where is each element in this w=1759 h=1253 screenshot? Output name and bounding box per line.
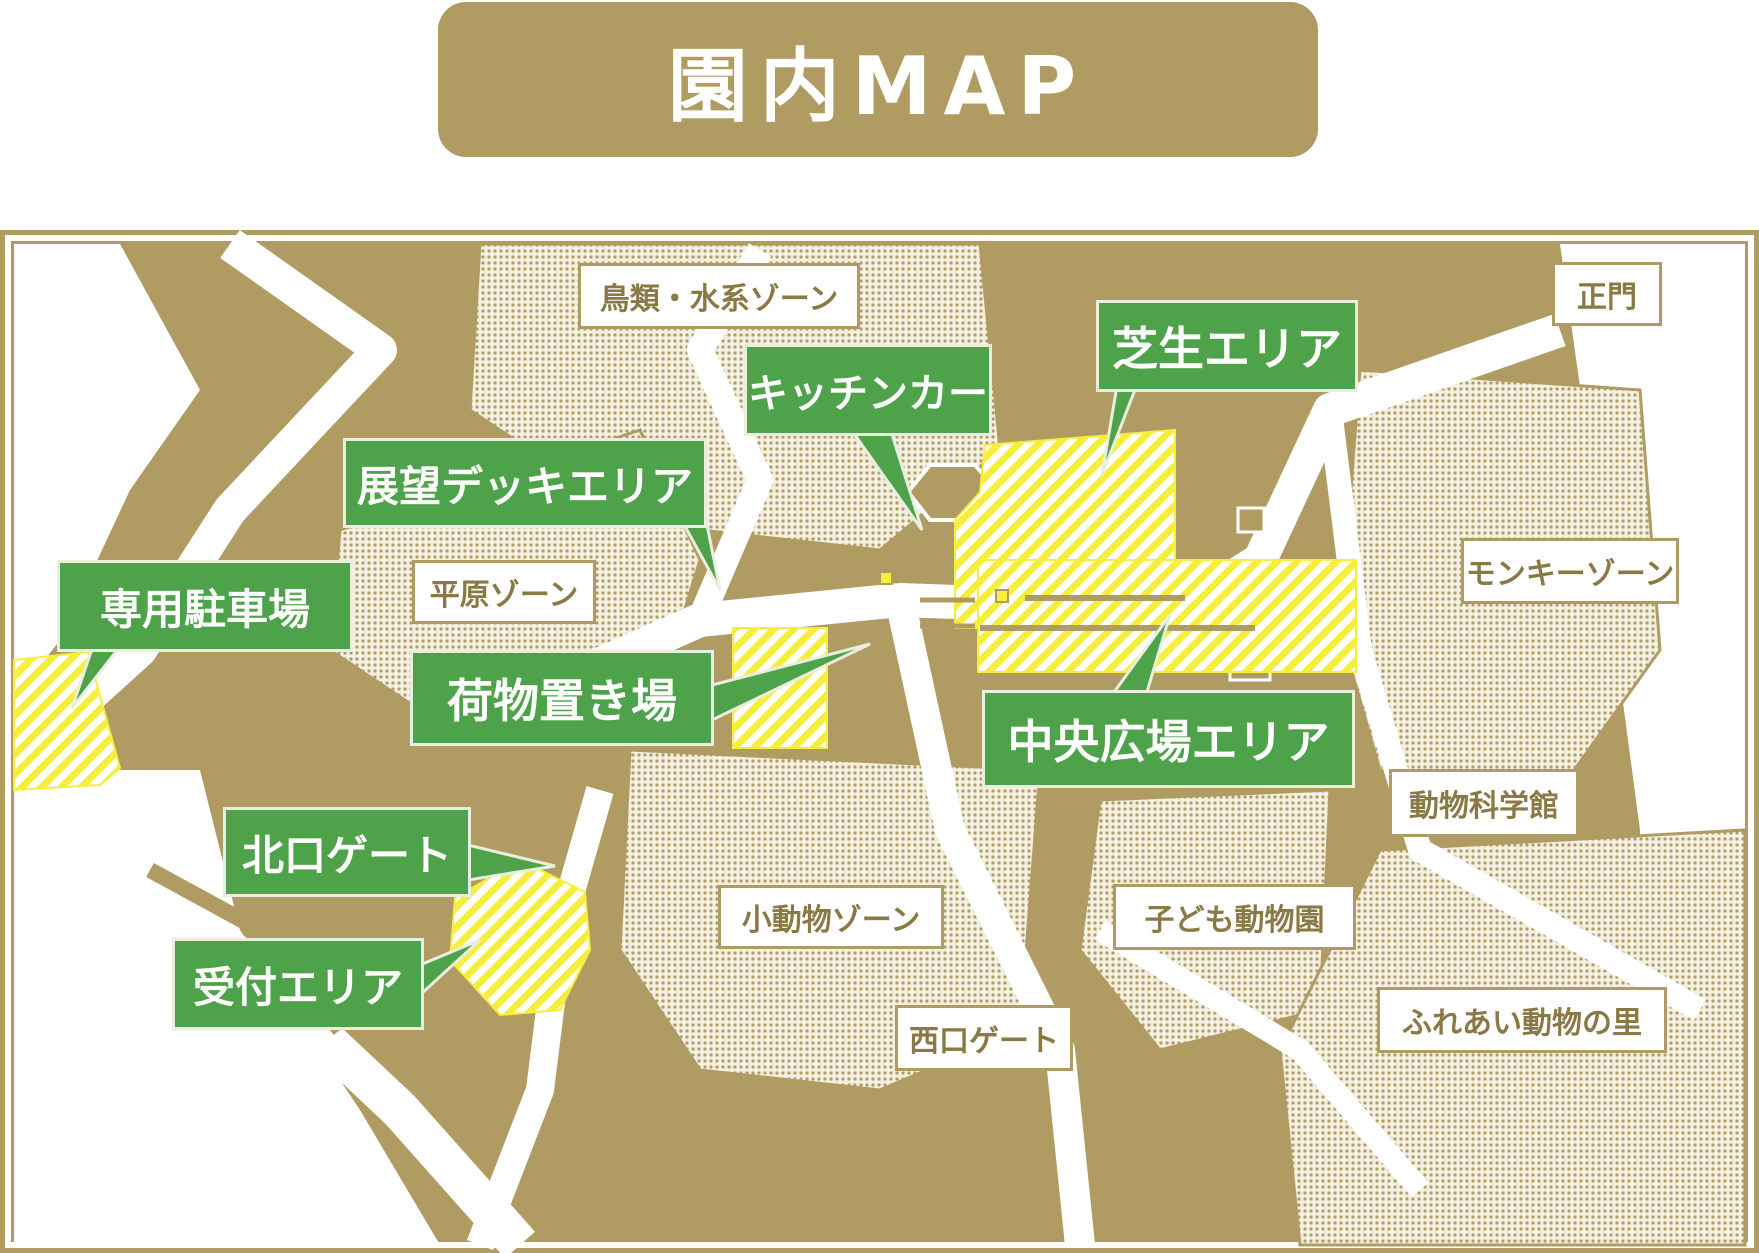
callout-north-gate: 北口ゲート (223, 807, 471, 897)
callout-lawn-area: 芝生エリア (1096, 300, 1358, 392)
map-frame: 鳥類・水系ゾーン 平原ゾーン 正門 モンキーゾーン 動物科学館 小動物ゾーン 子… (0, 230, 1759, 1253)
callout-parking: 専用駐車場 (57, 560, 353, 652)
label-small-animal-zone: 小動物ゾーン (718, 885, 944, 949)
callout-reception: 受付エリア (172, 938, 424, 1030)
road-southwest (46, 775, 535, 1253)
callout-luggage: 荷物置き場 (410, 650, 714, 746)
label-bird-zone: 鳥類・水系ゾーン (578, 263, 860, 329)
label-petting-village: ふれあい動物の里 (1377, 987, 1667, 1053)
hatched-parking-area (13, 650, 122, 792)
road-northwest (18, 230, 397, 763)
label-kids-zoo: 子ども動物園 (1113, 884, 1356, 950)
path-central-south (885, 596, 1095, 1247)
callout-deck-area: 展望デッキエリア (343, 438, 707, 528)
label-science-hall: 動物科学館 (1389, 769, 1579, 837)
callout-plaza-area: 中央広場エリア (982, 690, 1355, 788)
callout-kitchen-car: キッチンカー (744, 344, 992, 436)
label-monkey-zone: モンキーゾーン (1461, 538, 1679, 604)
title-banner: 園内MAP (438, 2, 1318, 157)
page-title: 園内MAP (667, 39, 1089, 133)
label-plains-zone: 平原ゾーン (412, 560, 596, 624)
label-main-gate: 正門 (1552, 262, 1662, 326)
label-west-gate: 西口ゲート (895, 1005, 1073, 1071)
hatched-plaza-area (977, 559, 1357, 673)
